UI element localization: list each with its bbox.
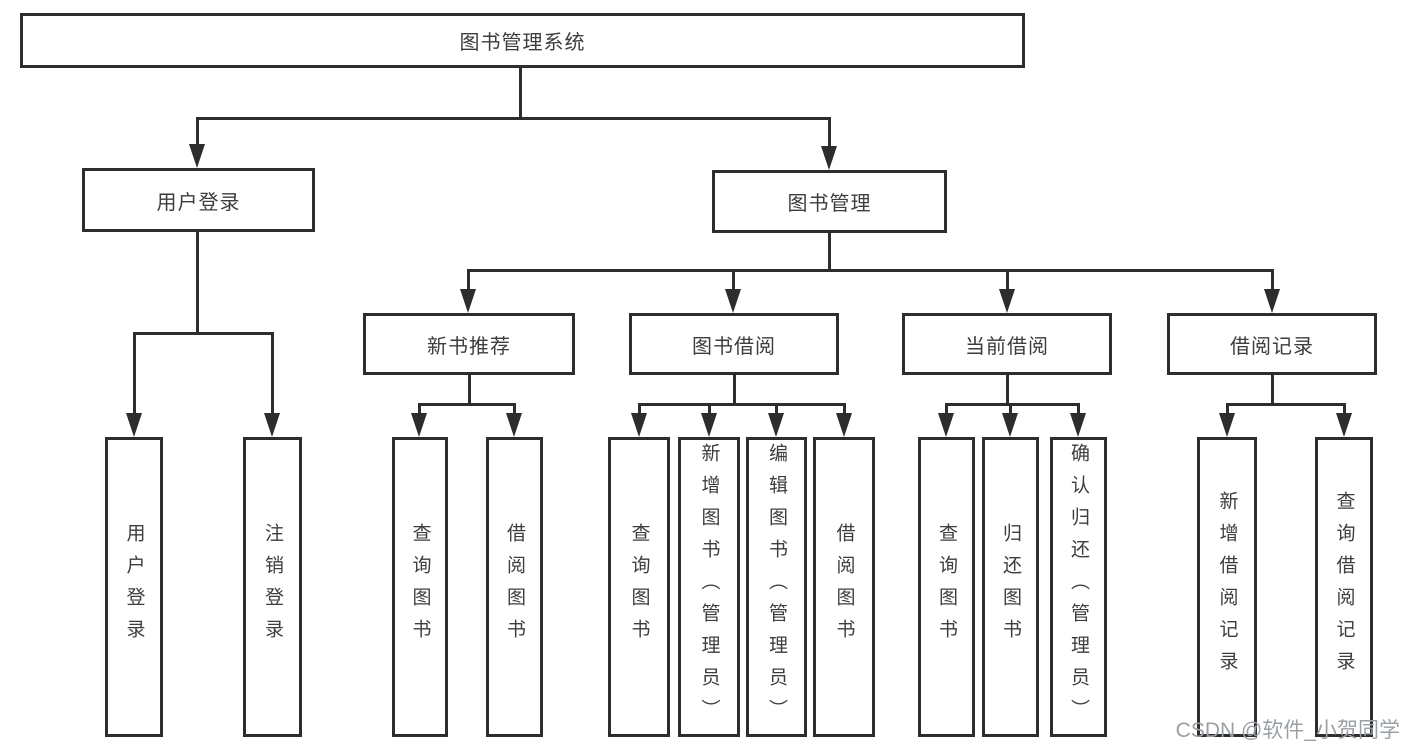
edge-group1-child0 [638, 403, 641, 416]
leaf-borrow-books-2: 借阅图书 [813, 437, 875, 737]
edge-to-current-borrowing [1006, 269, 1009, 292]
arrow-down-icon [631, 413, 647, 437]
leaf-user-login: 用户登录 [105, 437, 163, 737]
leaf-label: 用户登录 [123, 523, 145, 651]
leaf-label: 借阅图书 [504, 523, 525, 651]
leaf-query-borrow-record: 查询借阅记录 [1315, 437, 1373, 737]
leaf-label: 新增图书（管理员） [698, 443, 720, 731]
leaf-return-books: 归还图书 [982, 437, 1039, 737]
edge-to-user-login [196, 117, 199, 147]
leaf-label: 查询借阅记录 [1333, 491, 1355, 683]
arrow-down-icon [189, 144, 205, 168]
edge-level3-rail [467, 269, 1274, 272]
arrow-down-icon [1070, 413, 1086, 437]
arrow-down-icon [1336, 413, 1352, 437]
arrow-down-icon [701, 413, 717, 437]
arrow-down-icon [460, 289, 476, 313]
leaf-query-books-2: 查询图书 [608, 437, 670, 737]
arrow-down-icon [999, 289, 1015, 313]
arrow-down-icon [411, 413, 427, 437]
edge-to-new-book [467, 269, 470, 292]
leaf-confirm-return-admin: 确认归还（管理员） [1050, 437, 1107, 737]
edge-level2-rail [196, 117, 831, 120]
leaf-label: 查询图书 [409, 523, 431, 651]
node-book-management: 图书管理 [712, 170, 947, 233]
node-label: 图书借阅 [692, 335, 776, 358]
node-label: 新书推荐 [427, 335, 511, 358]
arrow-down-icon [938, 413, 954, 437]
arrow-down-icon [821, 146, 837, 170]
arrow-down-icon [725, 289, 741, 313]
edge-group3-child0 [1226, 403, 1229, 416]
edge-group1-child3 [843, 403, 846, 416]
node-label: 图书管理 [787, 193, 872, 215]
node-label: 图书管理系统 [459, 32, 586, 54]
edge-user-login-stub [196, 230, 199, 334]
node-current-borrowing: 当前借阅 [902, 313, 1112, 375]
edge-group0-child1 [513, 403, 516, 416]
edge-book-management-stub [828, 231, 831, 271]
node-label: 借阅记录 [1230, 335, 1314, 358]
leaf-label: 归还图书 [1000, 523, 1021, 651]
edge-group0-child0 [418, 403, 421, 416]
arrow-down-icon [1219, 413, 1235, 437]
edge-group1-child1 [708, 403, 711, 416]
leaf-label: 借阅图书 [833, 523, 855, 651]
arrow-down-icon [836, 413, 852, 437]
node-new-book-recommendation: 新书推荐 [363, 313, 575, 375]
edge-group2-child1 [1009, 403, 1012, 416]
edge-group0-stub [468, 373, 471, 405]
edge-root-stub [519, 66, 522, 119]
edge-group2-child0 [945, 403, 948, 416]
edge-to-leaf-logout [271, 332, 274, 416]
edge-to-leaf-user-login [133, 332, 136, 416]
edge-group2-child2 [1077, 403, 1080, 416]
edge-group2-stub [1006, 373, 1009, 405]
leaf-add-books-admin: 新增图书（管理员） [678, 437, 740, 737]
edge-group0-rail [418, 403, 516, 406]
edge-group1-child2 [775, 403, 778, 416]
arrow-down-icon [1002, 413, 1018, 437]
leaf-query-books-3: 查询图书 [918, 437, 975, 737]
edge-group1-stub [733, 373, 736, 405]
edge-group3-stub [1271, 373, 1274, 405]
edge-group1-rail [638, 403, 846, 406]
node-borrowing-records: 借阅记录 [1167, 313, 1377, 375]
edge-to-borrowing-records [1271, 269, 1274, 292]
edge-to-book-borrowing [732, 269, 735, 292]
node-label: 用户登录 [156, 191, 241, 214]
leaf-label: 确认归还（管理员） [1068, 443, 1089, 731]
leaf-edit-books-admin: 编辑图书（管理员） [746, 437, 807, 737]
leaf-label: 查询图书 [936, 523, 957, 651]
csdn-watermark: CSDN @软件_小贺同学 [1175, 719, 1400, 742]
edge-user-login-rail [133, 332, 274, 335]
edge-group3-rail [1226, 403, 1346, 406]
leaf-logout: 注销登录 [243, 437, 302, 737]
node-user-login: 用户登录 [82, 168, 315, 232]
arrow-down-icon [264, 413, 280, 437]
leaf-borrow-books: 借阅图书 [486, 437, 543, 737]
edge-group3-child1 [1343, 403, 1346, 416]
arrow-down-icon [126, 413, 142, 437]
leaf-query-books: 查询图书 [392, 437, 448, 737]
leaf-label: 编辑图书（管理员） [766, 443, 787, 731]
node-book-borrowing: 图书借阅 [629, 313, 839, 375]
leaf-label: 查询图书 [628, 523, 650, 651]
leaf-label: 新增借阅记录 [1216, 491, 1238, 683]
arrow-down-icon [506, 413, 522, 437]
edge-group2-rail [945, 403, 1080, 406]
node-library-management-system: 图书管理系统 [20, 13, 1025, 68]
arrow-down-icon [768, 413, 784, 437]
node-label: 当前借阅 [965, 335, 1049, 358]
edge-to-book-management [828, 117, 831, 149]
leaf-add-borrow-record: 新增借阅记录 [1197, 437, 1257, 737]
arrow-down-icon [1264, 289, 1280, 313]
leaf-label: 注销登录 [262, 523, 283, 651]
